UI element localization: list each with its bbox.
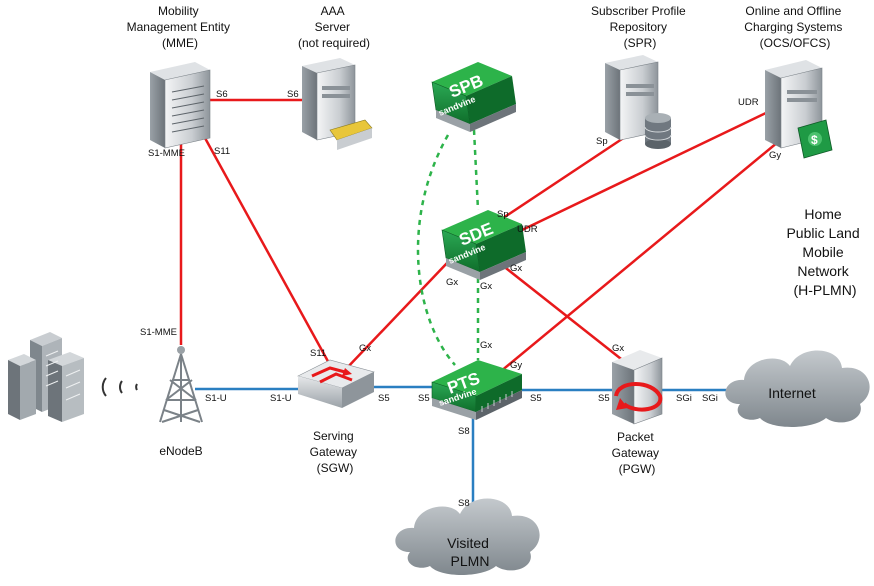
hplmn-label-line: Network	[797, 263, 849, 279]
visited-plmn-label-line: PLMN	[451, 553, 490, 569]
hplmn-label-line: Home	[804, 206, 842, 222]
hplmn-label: Home Public Land Mobile Network (H-PLMN)	[786, 206, 863, 298]
port-label: Gy	[769, 150, 781, 161]
sgw-label-line: Serving	[313, 429, 354, 443]
links	[179, 98, 779, 525]
port-label: SGi	[676, 393, 692, 404]
spb-appliance-icon: SPB sandvine	[431, 62, 516, 132]
link-spb-sde-dashed	[472, 129, 480, 211]
sgw-label-line: Gateway	[310, 445, 357, 459]
port-label: Gx	[446, 277, 458, 288]
port-label: S1-U	[270, 393, 292, 404]
port-label: S5	[418, 393, 430, 404]
link-sde-ocs-udr	[496, 110, 769, 244]
port-label: Gx	[359, 343, 371, 354]
pgw-label-line: Gateway	[612, 446, 659, 460]
port-label: S1-MME	[140, 327, 177, 338]
radio-wave-icon	[101, 377, 138, 397]
link-pts-ocs-gy	[499, 141, 779, 373]
port-label: Sp	[596, 136, 608, 147]
spr-server-icon	[605, 55, 672, 149]
ocs-label: Online and Offline Charging Systems (OCS…	[744, 4, 845, 50]
port-label: Gy	[510, 360, 522, 371]
aaa-label-line: (not required)	[298, 36, 370, 50]
port-label: Gx	[480, 340, 492, 351]
port-label: UDR	[738, 97, 759, 108]
city-buildings-icon	[8, 332, 84, 422]
ocs-label-line: Charging Systems	[744, 20, 842, 34]
port-label: S6	[216, 89, 228, 100]
database-icon	[644, 113, 672, 149]
sgw-router-icon	[297, 359, 375, 408]
port-label: S1-U	[205, 393, 227, 404]
port-label: S8	[458, 426, 470, 437]
mme-label: Mobility Management Entity (MME)	[127, 4, 234, 50]
pts-appliance-icon: PTS sandvine	[431, 360, 522, 420]
visited-plmn-cloud-icon	[395, 498, 540, 575]
spr-label-line: Subscriber Profile	[591, 4, 686, 18]
sgw-label: Serving Gateway (SGW)	[310, 429, 361, 475]
mme-label-line: Management Entity	[127, 20, 230, 34]
visited-plmn-label: Visited PLMN	[447, 535, 493, 569]
mme-server-icon	[150, 62, 211, 149]
port-label: S11	[310, 348, 326, 359]
ocs-label-line: Online and Offline	[745, 4, 841, 18]
aaa-server-icon	[302, 58, 373, 150]
port-label: S11	[214, 146, 230, 157]
pgw-label-line: Packet	[617, 430, 654, 444]
port-label: Gx	[612, 343, 624, 354]
port-labels: S6 S6 S1-MME S11 Sp UDR Gy Sp UDR Gx Gx …	[140, 89, 781, 509]
port-label: Gx	[510, 263, 522, 274]
link-sde-pgw-gx	[501, 264, 631, 367]
mme-label-line: Mobility	[158, 4, 199, 18]
spr-label: Subscriber Profile Repository (SPR)	[591, 4, 689, 50]
pgw-label: Packet Gateway (PGW)	[612, 430, 663, 476]
spr-label-line: Repository	[610, 20, 667, 34]
hplmn-label-line: (H-PLMN)	[794, 282, 857, 298]
link-sde-spr-sp	[496, 133, 629, 224]
hplmn-label-line: Mobile	[802, 244, 843, 260]
sde-appliance-icon: SDE sandvine	[441, 210, 526, 280]
port-label: UDR	[517, 224, 538, 235]
port-label: S5	[530, 393, 542, 404]
pgw-gateway-icon	[612, 350, 663, 425]
enodeb-tower-icon	[159, 346, 203, 423]
refresh-arrow-icon	[614, 382, 663, 412]
ocs-label-line: (OCS/OFCS)	[760, 36, 831, 50]
port-label: S1-MME	[148, 148, 185, 159]
visited-plmn-label-line: Visited	[447, 535, 489, 551]
link-sde-sgw-gx	[344, 261, 449, 371]
internet-cloud-icon	[725, 350, 870, 427]
port-label: SGi	[702, 393, 718, 404]
spr-label-line: (SPR)	[624, 36, 657, 50]
svg-text:$: $	[811, 133, 818, 147]
pgw-label-line: (PGW)	[619, 462, 656, 476]
port-label: S5	[598, 393, 610, 404]
sgw-label-line: (SGW)	[317, 461, 354, 475]
dollar-icon: $	[797, 119, 833, 159]
internet-label: Internet	[768, 385, 816, 401]
link-mme-sgw-s11	[203, 137, 332, 366]
mme-label-line: (MME)	[162, 36, 198, 50]
port-label: Gx	[480, 281, 492, 292]
port-label: S6	[287, 89, 299, 100]
port-label: Sp	[497, 209, 509, 220]
aaa-label-line: AAA	[321, 4, 345, 18]
ocs-server-icon: $	[765, 60, 833, 159]
port-label: S5	[378, 393, 390, 404]
aaa-label-line: Server	[315, 20, 350, 34]
port-label: S8	[458, 498, 470, 509]
aaa-label: AAA Server (not required)	[298, 4, 370, 50]
hplmn-label-line: Public Land	[786, 225, 859, 241]
enodeb-label: eNodeB	[159, 444, 202, 458]
